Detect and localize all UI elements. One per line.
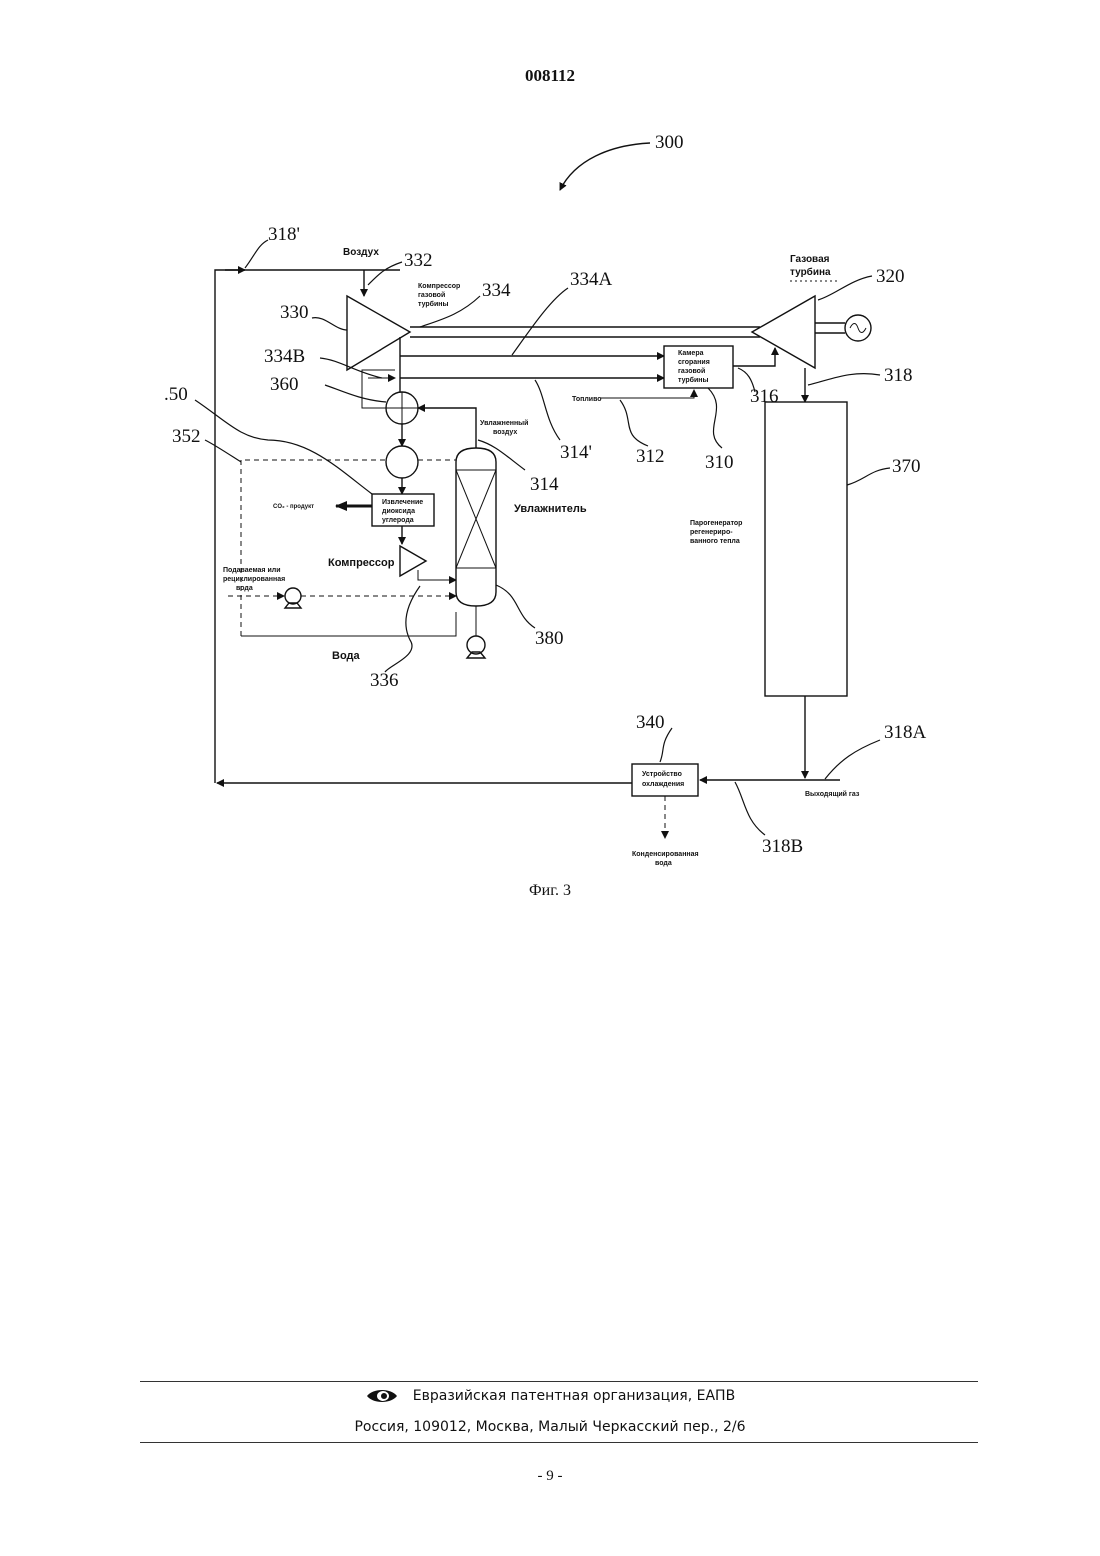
label-co2-extract-1: Извлечение <box>382 499 423 506</box>
ref-312: 312 <box>636 446 665 467</box>
leader-312 <box>620 400 648 446</box>
heat-exchanger-2 <box>386 446 418 478</box>
label-co2-extract-2: диоксида <box>382 508 415 515</box>
label-humid-air-2: воздух <box>493 429 517 436</box>
footer-rule-bottom <box>140 1442 978 1443</box>
label-feed-water-3: вода <box>236 585 253 592</box>
leader-334a <box>512 288 568 355</box>
compressor-336 <box>400 546 426 576</box>
compressor-to-humidifier <box>418 570 456 580</box>
leader-360 <box>325 385 386 402</box>
leader-318b <box>735 782 765 835</box>
ref-336: 336 <box>370 670 399 691</box>
leader-310 <box>708 388 722 448</box>
hrsg-box <box>765 402 847 696</box>
ref-330: 330 <box>280 302 309 323</box>
humidifier-column <box>456 448 496 606</box>
ref-318b: 318B <box>762 836 803 857</box>
label-compressor: Компрессор <box>328 557 395 569</box>
ref-318a: 318A <box>884 722 927 743</box>
footer-org-text: Евразийская патентная организация, ЕАПВ <box>413 1388 735 1404</box>
leader-318 <box>808 374 880 385</box>
label-cooler-1: Устройство <box>642 770 682 778</box>
label-combustor-1: Камера <box>678 350 704 357</box>
fuel-line <box>600 390 694 398</box>
ref-318: 318 <box>884 365 913 386</box>
label-co2-extract-3: углерода <box>382 517 414 524</box>
label-compressor-gt-2: газовой <box>418 291 445 299</box>
footer-address: Россия, 109012, Москва, Малый Черкасский… <box>0 1419 1100 1435</box>
label-exhaust-gas: Выходящий газ <box>805 790 860 798</box>
figure-caption: Фиг. 3 <box>0 882 1100 900</box>
water-return-line <box>241 612 456 636</box>
footer-org: Евразийская патентная организация, ЕАПВ <box>0 1387 1100 1405</box>
label-cooler-2: охлаждения <box>642 781 684 788</box>
ref-314p: 314' <box>560 442 592 463</box>
ref-332: 332 <box>404 250 433 271</box>
label-feed-water-2: рециклированная <box>223 576 285 583</box>
label-combustor-4: турбины <box>678 376 709 384</box>
footer-rule-top <box>140 1381 978 1382</box>
leader-318a <box>825 740 880 779</box>
pointer-300-arrow <box>560 143 650 190</box>
label-hrsg-1: Парогенератор <box>690 520 742 527</box>
label-humid-air-1: Увлажненный <box>480 419 528 427</box>
ref-50: .50 <box>164 384 188 405</box>
label-air: Воздух <box>343 247 379 258</box>
leader-380 <box>496 585 535 628</box>
page-number: - 9 - <box>0 1468 1100 1485</box>
ref-334b: 334B <box>264 346 305 367</box>
leader-332 <box>368 262 402 285</box>
leader-50 <box>195 400 372 494</box>
label-fuel: Топливо <box>572 396 602 403</box>
label-compressor-gt-1: Компрессор <box>418 283 460 290</box>
leader-318p <box>245 240 268 268</box>
combustor-to-turbine <box>733 348 775 366</box>
label-condensed-water-2: вода <box>655 860 672 867</box>
ref-360: 360 <box>270 374 299 395</box>
ref-334: 334 <box>482 280 511 301</box>
ref-300: 300 <box>655 132 684 153</box>
cooler-box <box>632 764 698 796</box>
ref-370: 370 <box>892 456 921 477</box>
gas-turbine <box>752 296 815 368</box>
ref-334a: 334A <box>570 269 613 290</box>
pump-icon-feed <box>285 588 301 604</box>
leader-336 <box>385 586 420 672</box>
label-feed-water-1: Подаваемая или <box>223 567 281 574</box>
label-combustor-3: газовой <box>678 367 705 375</box>
label-gas-turbine-2: турбина <box>790 266 831 278</box>
ref-318p: 318' <box>268 224 300 245</box>
water-loop-dashed <box>241 460 386 636</box>
leader-352 <box>205 440 241 462</box>
ref-320: 320 <box>876 266 905 287</box>
label-compressor-gt-3: турбины <box>418 300 449 308</box>
ref-340: 340 <box>636 712 665 733</box>
process-flow-diagram: 300 318' Воздух 332 Компрессор газовой т… <box>0 0 1100 920</box>
ref-310: 310 <box>705 452 734 473</box>
label-hrsg-2: регенериро- <box>690 529 733 536</box>
label-combustor-2: сгорания <box>678 359 710 366</box>
leader-370 <box>847 468 890 485</box>
leader-340 <box>660 728 672 762</box>
ref-352: 352 <box>172 426 201 447</box>
eapo-logo-icon <box>365 1387 399 1405</box>
leader-330 <box>312 318 347 330</box>
label-co2-product: CO₂ - продукт <box>273 504 314 510</box>
label-condensed-water-1: Конденсированная <box>632 851 699 858</box>
ref-380: 380 <box>535 628 564 649</box>
label-hrsg-3: ванного тепла <box>690 538 740 545</box>
leader-314p <box>535 380 560 440</box>
label-water: Вода <box>332 650 361 662</box>
label-humidifier: Увлажнитель <box>514 503 587 515</box>
ref-314: 314 <box>530 474 559 495</box>
leader-320 <box>818 276 872 300</box>
label-gas-turbine-1: Газовая <box>790 254 830 265</box>
humid-air-line <box>418 408 476 450</box>
